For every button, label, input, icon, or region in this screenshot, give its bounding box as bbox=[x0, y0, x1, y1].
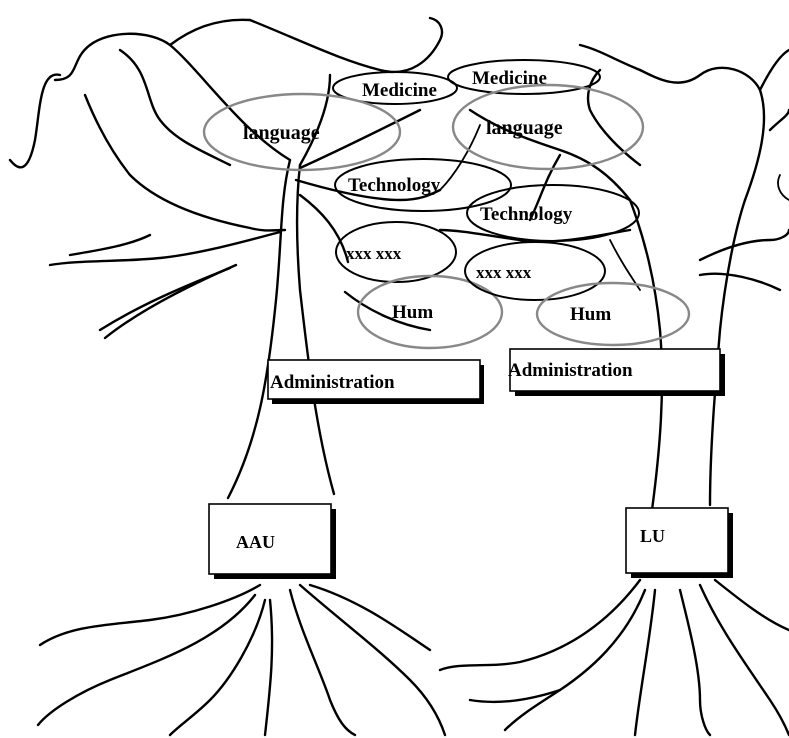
left-branch bbox=[439, 124, 481, 191]
right-medicine-ellipse bbox=[447, 59, 601, 95]
left-faculties: Medicine language Technology xxx xxx Hum bbox=[202, 71, 512, 350]
right-admin-box-frame bbox=[509, 348, 721, 392]
left-admin-box-frame bbox=[267, 359, 481, 400]
right-root bbox=[438, 578, 642, 672]
left-branch bbox=[248, 16, 444, 73]
right-root bbox=[713, 578, 789, 632]
right-hum-ellipse bbox=[535, 281, 691, 347]
left-branch bbox=[343, 290, 432, 332]
left-medicine-label: Medicine bbox=[362, 80, 437, 101]
left-root bbox=[308, 583, 432, 652]
left-admin-label: Administration bbox=[270, 372, 395, 393]
left-root bbox=[38, 583, 262, 647]
right-root bbox=[678, 588, 712, 737]
right-admin-label: Administration bbox=[508, 360, 633, 381]
right-branch bbox=[609, 239, 641, 291]
left-root bbox=[298, 583, 447, 737]
left-branch bbox=[68, 233, 152, 257]
right-branch bbox=[698, 228, 789, 262]
left-institution-box-frame bbox=[208, 503, 332, 575]
right-technology-ellipse bbox=[466, 184, 640, 242]
left-branch bbox=[118, 48, 232, 167]
left-branch bbox=[98, 266, 232, 332]
right-hum-label: Hum bbox=[570, 304, 611, 325]
right-trunk-line bbox=[628, 198, 664, 512]
right-branch bbox=[528, 153, 562, 222]
left-root bbox=[263, 598, 274, 737]
right-faculties: Medicine language Technology xxx xxx Hum bbox=[447, 59, 691, 347]
right-institution-box: LU bbox=[625, 507, 733, 578]
lu-label: LU bbox=[640, 526, 665, 546]
left-trunk-line bbox=[295, 163, 336, 496]
left-language-ellipse bbox=[202, 92, 402, 172]
right-branch bbox=[578, 43, 642, 72]
left-root bbox=[36, 593, 257, 727]
left-language-label: language bbox=[243, 122, 320, 144]
right-root bbox=[633, 588, 657, 737]
left-branch bbox=[298, 73, 332, 167]
left-crown-outline bbox=[8, 73, 62, 169]
left-xxx-ellipse bbox=[335, 221, 457, 283]
right-branch bbox=[586, 68, 642, 167]
left-admin-box: Administration bbox=[267, 359, 484, 404]
right-root bbox=[468, 688, 562, 704]
left-hum-ellipse bbox=[356, 274, 504, 350]
left-tree bbox=[8, 16, 481, 737]
left-medicine-ellipse bbox=[332, 71, 458, 105]
right-admin-box: Administration bbox=[508, 348, 725, 396]
right-crown-outline bbox=[638, 66, 766, 202]
right-branch bbox=[468, 108, 632, 202]
left-hum-label: Hum bbox=[392, 302, 433, 323]
right-crown-outline bbox=[768, 108, 789, 132]
right-trunk-line bbox=[708, 198, 747, 507]
left-branch bbox=[48, 230, 282, 267]
right-root bbox=[698, 583, 789, 737]
right-branch bbox=[777, 174, 789, 201]
left-crown-outline bbox=[53, 32, 292, 162]
right-xxx-ellipse bbox=[464, 241, 606, 301]
left-technology-ellipse bbox=[334, 158, 512, 212]
right-technology-label: Technology bbox=[480, 204, 573, 225]
left-branch bbox=[103, 263, 238, 340]
left-trunk-line bbox=[226, 158, 292, 500]
left-xxx-label: xxx xxx bbox=[346, 244, 402, 263]
left-branch bbox=[83, 93, 287, 232]
right-branch bbox=[698, 272, 782, 292]
left-branch bbox=[298, 108, 422, 170]
right-medicine-label: Medicine bbox=[472, 68, 547, 89]
right-language-ellipse bbox=[451, 83, 645, 171]
right-root bbox=[503, 588, 647, 732]
right-tree bbox=[438, 43, 789, 737]
right-crown-outline bbox=[758, 48, 789, 92]
right-language-label: language bbox=[486, 117, 563, 139]
left-branch bbox=[298, 193, 350, 264]
left-crown-outline bbox=[168, 18, 252, 47]
left-root bbox=[168, 598, 267, 737]
left-technology-label: Technology bbox=[348, 175, 441, 196]
left-root bbox=[288, 588, 357, 737]
aau-label: AAU bbox=[236, 532, 275, 552]
left-institution-box: AAU bbox=[208, 503, 336, 579]
right-xxx-label: xxx xxx bbox=[476, 263, 532, 282]
right-institution-box-frame bbox=[625, 507, 729, 574]
left-branch bbox=[294, 178, 442, 202]
